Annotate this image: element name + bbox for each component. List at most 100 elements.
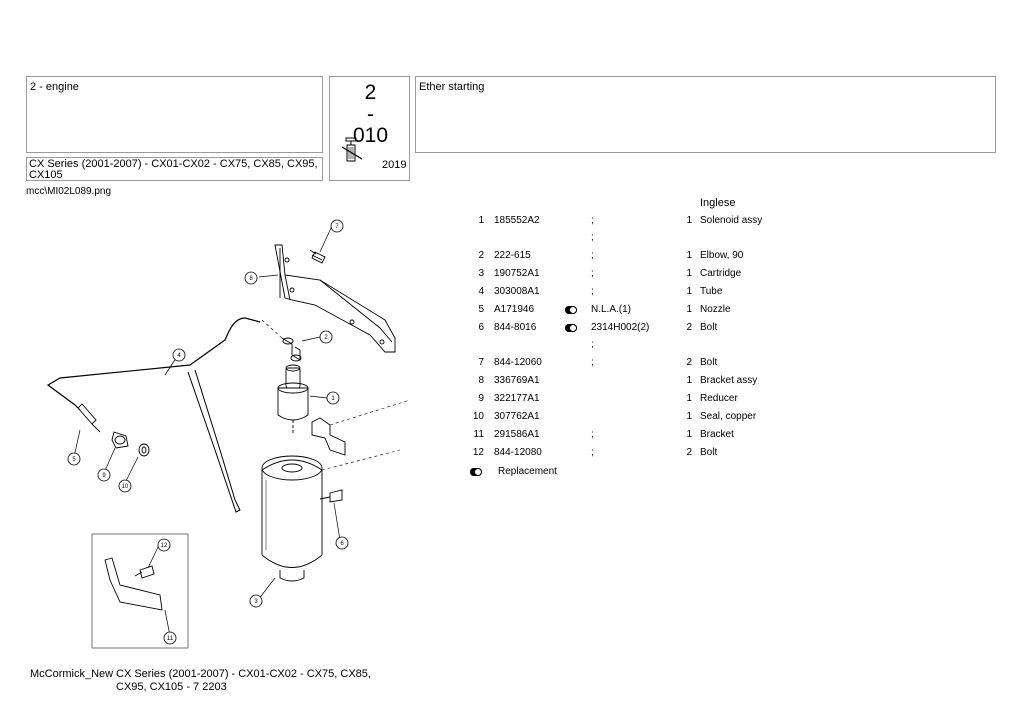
callout-circle [172, 348, 186, 362]
part-note: ; [591, 429, 594, 440]
callout-circle [330, 219, 344, 233]
part-quantity: 2 [686, 447, 692, 458]
callout-label: 4 [177, 353, 181, 359]
part-description: Bolt [700, 447, 718, 458]
part-note: ; [591, 447, 594, 458]
replacement-icon [470, 468, 482, 476]
callout-circle [335, 536, 349, 550]
part-ref-number: 9 [478, 393, 484, 404]
callout-circle [326, 391, 340, 405]
part-number: 190752A1 [494, 268, 540, 279]
callout-label: 2 [324, 335, 328, 341]
part-ref-number: 3 [478, 268, 484, 279]
title-box: Ether starting [415, 76, 996, 153]
callout-label: 9 [102, 473, 106, 479]
part-quantity: 1 [686, 393, 692, 404]
group-code-number: 010 [352, 124, 389, 147]
part-note-continuation: ; [591, 232, 594, 243]
part-description: Reducer [700, 393, 738, 404]
part-ref-number: 4 [478, 286, 484, 297]
series-text: CX Series (2001-2007) - CX01-CX02 - CX75… [29, 158, 318, 181]
part-note: N.L.A.(1) [591, 304, 632, 315]
part-quantity: 1 [686, 268, 692, 279]
part-description: Bracket [700, 429, 734, 440]
part-description: Bolt [700, 357, 718, 368]
part-note: 2314H002(2) [591, 322, 650, 333]
part-note: ; [591, 286, 594, 297]
part-note-continuation: ; [591, 339, 594, 350]
part-ref-number: 7 [478, 357, 484, 368]
callout-label: 3 [254, 599, 258, 605]
part-quantity: 1 [686, 411, 692, 422]
part-number: 307762A1 [494, 411, 540, 422]
part-description: Cartridge [700, 268, 742, 279]
part-description: Bracket assy [700, 375, 758, 386]
callout-circle [244, 271, 258, 285]
part-note: ; [591, 268, 594, 279]
legend-label: Replacement [498, 466, 557, 477]
part-ref-number: 8 [478, 375, 484, 386]
callout-label: 8 [249, 276, 253, 282]
section-title: 2 - engine [30, 81, 79, 93]
part-ref-number: 5 [478, 304, 484, 315]
callout-label: 10 [122, 484, 129, 490]
part-description: Bolt [700, 322, 718, 333]
callout-label: 11 [167, 636, 174, 642]
part-ref-number: 11 [473, 429, 484, 440]
part-description: Seal, copper [700, 411, 757, 422]
part-row: 9 322177A1 1 Reducer [470, 393, 800, 407]
part-ref-number: 2 [478, 250, 484, 261]
part-row: 11 291586A1; 1 Bracket [470, 429, 800, 443]
part-number: 844-8016 [494, 322, 537, 333]
callout-circle [249, 594, 263, 608]
part-note: ; [591, 215, 594, 226]
part-description: Nozzle [700, 304, 731, 315]
part-note: ; [591, 357, 594, 368]
replacement-icon [565, 324, 577, 335]
part-quantity: 2 [686, 357, 692, 368]
part-row: 3 190752A1; 1 Cartridge [470, 268, 800, 282]
group-code-dash: - [367, 103, 374, 126]
callout-circle [157, 538, 171, 552]
part-note: ; [591, 250, 594, 261]
part-number: 185552A2 [494, 215, 540, 226]
part-ref-number: 1 [478, 215, 484, 226]
part-ref-number: 6 [478, 322, 484, 333]
part-number: 336769A1 [494, 375, 540, 386]
ether-can-icon [341, 137, 363, 162]
callout-circle [118, 479, 132, 493]
part-quantity: 1 [686, 304, 692, 315]
part-number: 322177A1 [494, 393, 540, 404]
callout-circle [163, 631, 177, 645]
callout-circle [319, 330, 333, 344]
part-row-continuation: ; [470, 339, 800, 353]
image-filename: mcc\MI02L089.png [26, 186, 112, 197]
part-row-continuation: ; [470, 232, 800, 246]
footer-brand: McCormick_New [30, 668, 114, 680]
part-quantity: 1 [686, 429, 692, 440]
page-title: Ether starting [419, 81, 485, 93]
part-number: 303008A1 [494, 286, 540, 297]
part-number: 291586A1 [494, 429, 540, 440]
callout-circle [67, 452, 81, 466]
callout-label: 12 [161, 543, 168, 549]
callout-label: 5 [72, 457, 76, 463]
group-number: 2 [364, 81, 377, 104]
part-description: Elbow, 90 [700, 250, 744, 261]
part-quantity: 1 [686, 286, 692, 297]
footer-series: CX Series (2001-2007) - CX01-CX02 - CX75… [116, 668, 371, 693]
part-number: 222-615 [494, 250, 531, 261]
callout-circle [97, 468, 111, 482]
part-number: 844-12060 [494, 357, 542, 368]
section-box: 2 - engine [26, 76, 323, 153]
part-row: 7 844-12060; 2 Bolt [470, 357, 800, 371]
